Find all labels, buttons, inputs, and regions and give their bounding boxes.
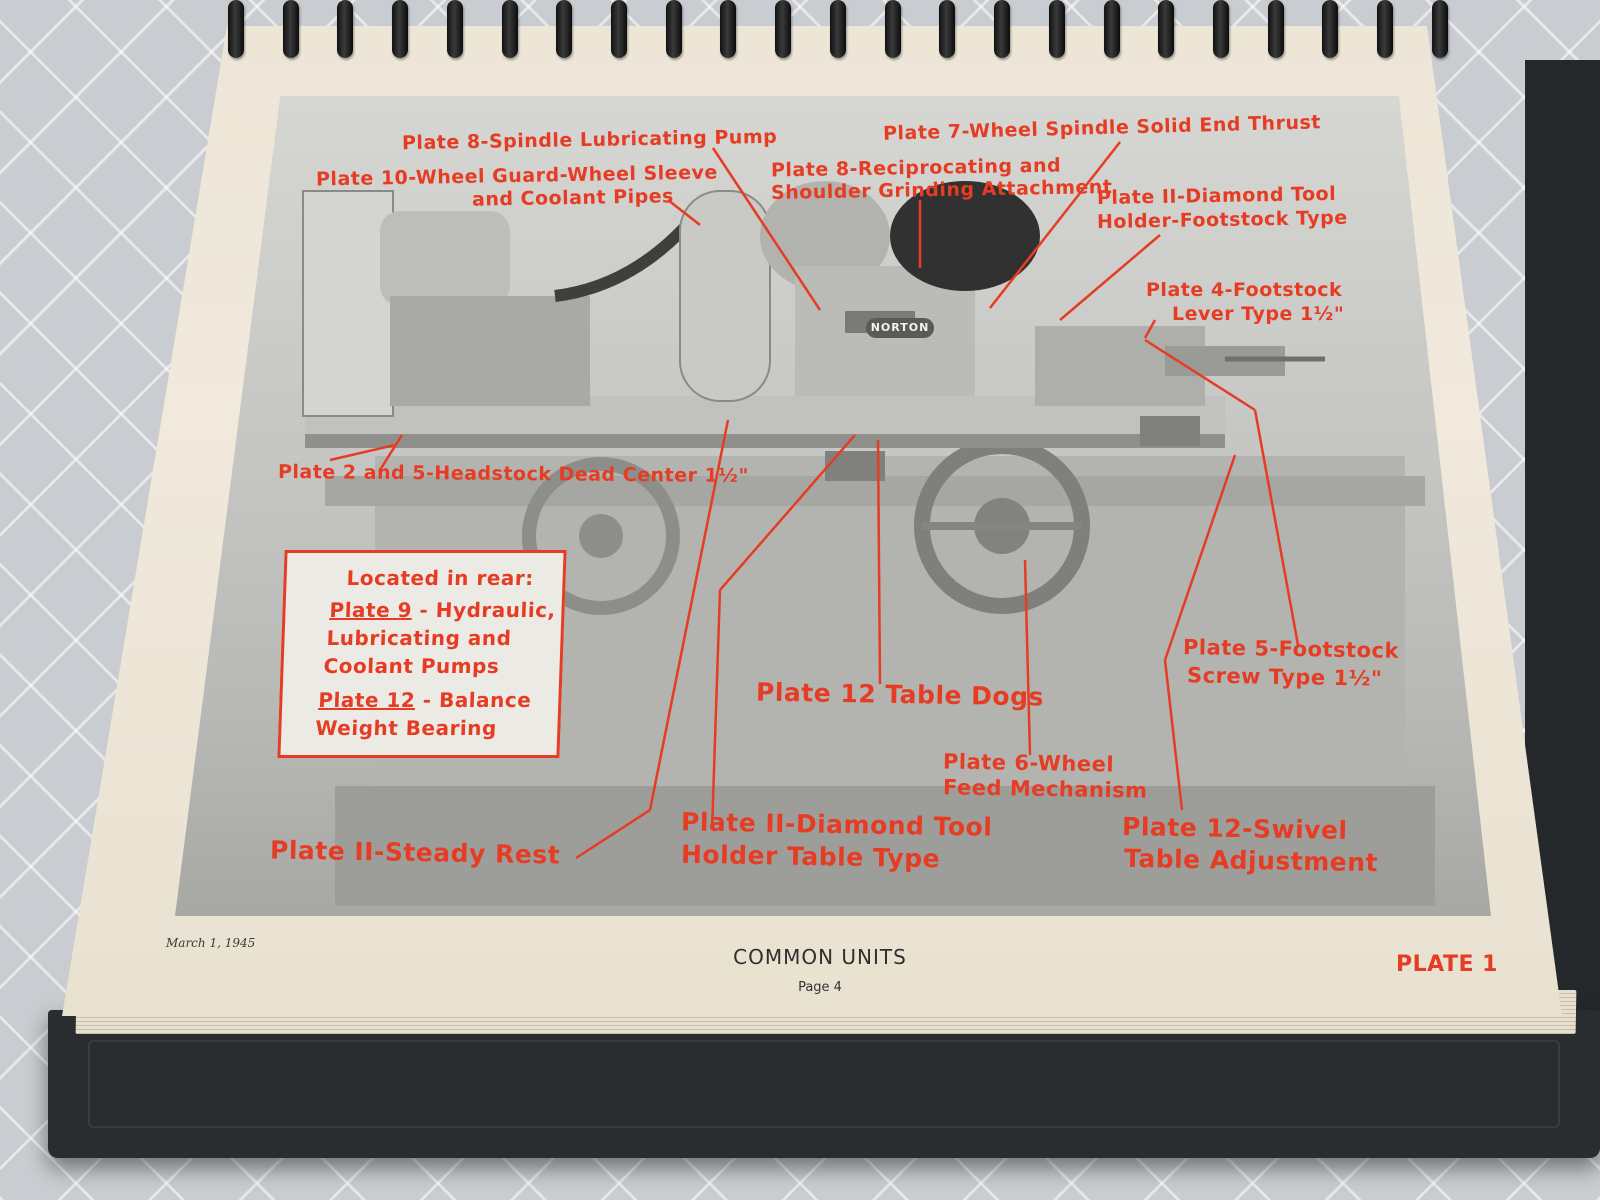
label-swivel-line2: Table Adjustment [1123,843,1379,878]
rear-box-plate9-line2: Lubricating and [326,626,512,650]
footer-page-number: Page 4 [798,980,842,995]
spiral-binding [228,0,1448,66]
label-diamond-table-line1: Plate II-Diamond Tool [680,807,993,842]
footer-title: COMMON UNITS [733,945,907,969]
label-wheel-feed-line1: Plate 6-Wheel [942,749,1115,777]
machine-nameplate: NORTON [866,318,934,338]
rear-box-plate9-line3: Coolant Pumps [323,654,500,678]
rear-box-plate12-line2: Weight Bearing [314,716,498,740]
label-swivel-line1: Plate 12-Swivel [1121,812,1348,845]
label-footstock-lever-line2: Lever Type 1½" [1172,303,1345,325]
label-wheel-feed-line2: Feed Mechanism [942,775,1148,803]
label-table-dogs: Plate 12 Table Dogs [755,677,1045,712]
label-headstock-dead-center: Plate 2 and 5-Headstock Dead Center 1½" [277,460,749,488]
binder-cover [48,1010,1600,1158]
rear-box-heading: Located in rear: [346,566,535,590]
label-steady-rest: Plate II-Steady Rest [269,835,561,870]
label-footstock-screw-line2: Screw Type 1½" [1186,663,1383,691]
label-diamond-footstock-line2: Holder-Footstock Type [1096,206,1348,234]
label-wheel-guard-line2: and Coolant Pipes [471,185,675,211]
footer-plate-number: PLATE 1 [1396,952,1498,977]
rear-box-plate9-text: - Hydraulic, [419,598,557,622]
label-footstock-lever-line1: Plate 4-Footstock [1146,279,1343,301]
located-in-rear-box: Located in rear: Plate 9 - Hydraulic, Lu… [277,550,567,758]
rear-box-plate12-ref: Plate 12 [317,688,416,712]
footer-date: March 1, 1945 [166,936,256,950]
label-diamond-table-line2: Holder Table Type [680,839,941,874]
rear-box-plate12-text: - Balance [422,688,532,712]
label-footstock-screw-line1: Plate 5-Footstock [1182,635,1400,663]
rear-box-plate9-ref: Plate 9 [329,598,413,622]
